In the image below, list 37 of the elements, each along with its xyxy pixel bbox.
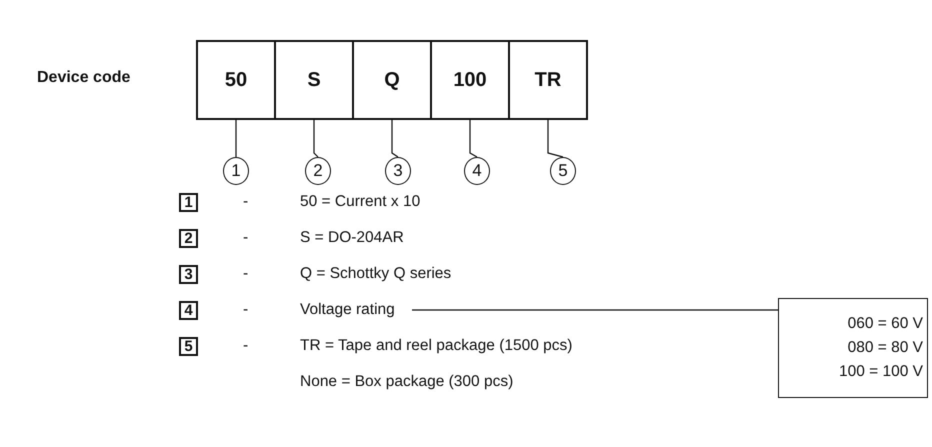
callout-circle: 5 bbox=[550, 157, 576, 185]
connector-line bbox=[391, 120, 398, 158]
code-segment-cell: S bbox=[274, 40, 354, 120]
callout-number: 2 bbox=[179, 229, 198, 248]
value-box bbox=[778, 298, 928, 398]
connector-line bbox=[235, 120, 237, 157]
heading-label: Device code bbox=[37, 68, 130, 88]
connector-line bbox=[412, 309, 778, 311]
callout-number: 1 bbox=[179, 193, 198, 212]
annotation-text: Voltage rating bbox=[300, 300, 406, 320]
description-text: - bbox=[243, 228, 248, 248]
connector-line bbox=[313, 120, 318, 158]
callout-circle: 3 bbox=[385, 157, 411, 185]
code-segment-cell: 50 bbox=[196, 40, 276, 120]
description-text: S = DO-204AR bbox=[300, 228, 404, 248]
callout-number: 3 bbox=[179, 265, 198, 284]
callout-circle: 1 bbox=[223, 157, 249, 185]
callout-circle: 4 bbox=[464, 157, 490, 185]
code-segment-cell: TR bbox=[508, 40, 588, 120]
code-segment-cell: 100 bbox=[430, 40, 510, 120]
code-segment-cell: Q bbox=[352, 40, 432, 120]
description-text: TR = Tape and reel package (1500 pcs) bbox=[300, 336, 572, 356]
description-text: - bbox=[243, 336, 248, 356]
connector-line bbox=[547, 120, 564, 158]
description-text: None = Box package (300 pcs) bbox=[300, 372, 514, 392]
description-text: - bbox=[243, 192, 248, 212]
description-text: - bbox=[243, 300, 248, 320]
description-text: Q = Schottky Q series bbox=[300, 264, 452, 284]
description-text: - bbox=[243, 264, 248, 284]
value-text: 060 = 60 V bbox=[848, 315, 923, 333]
callout-number: 5 bbox=[179, 337, 198, 356]
value-text: 100 = 100 V bbox=[838, 363, 923, 381]
callout-number: 4 bbox=[179, 301, 198, 320]
description-text: 50 = Current x 10 bbox=[300, 192, 420, 212]
value-text: 080 = 80 V bbox=[848, 339, 923, 357]
connector-line bbox=[469, 120, 478, 158]
callout-circle: 2 bbox=[305, 157, 331, 185]
